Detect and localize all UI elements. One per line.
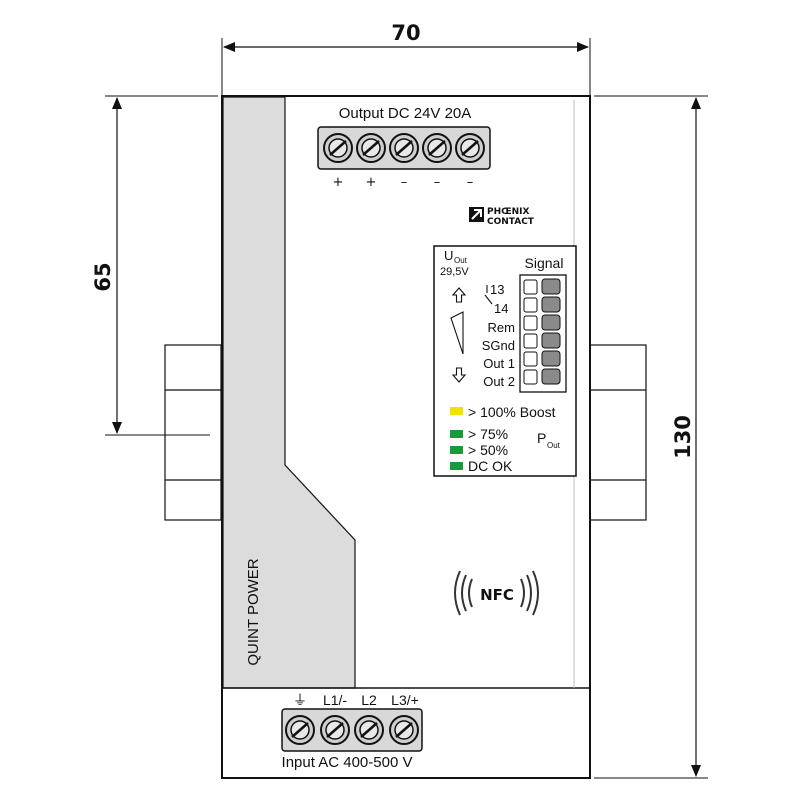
pout-label: P — [537, 430, 546, 446]
height-dimension: 130 — [594, 95, 708, 779]
input-terminal-labels: ⏚ L1/- L2 L3/+ — [293, 692, 419, 708]
din-rail-clip-right — [589, 344, 647, 521]
rail-height-dimension-label: 65 — [91, 262, 115, 291]
led-indicator — [450, 446, 463, 454]
potentiometer-wedge-icon[interactable] — [450, 311, 464, 355]
width-dimension: 70 — [221, 21, 591, 95]
nfc-icon — [454, 570, 539, 616]
led-label: > 75% — [468, 426, 508, 442]
uout-value: 29,5V — [440, 266, 469, 278]
signal-panel: Signal U Out 29,5V 13 14 Rem SGnd Out 1 … — [433, 245, 577, 477]
pin-label-out-1: Out 1 — [483, 356, 515, 371]
led-label: > 100% Boost — [468, 404, 556, 420]
signal-push-button[interactable] — [541, 296, 561, 313]
width-dimension-label: 70 — [391, 21, 420, 45]
input-terminal-label: L1/- — [323, 692, 347, 708]
signal-push-button[interactable] — [541, 368, 561, 385]
output-label: Output DC 24V 20A — [339, 105, 472, 122]
led-indicator — [450, 462, 463, 470]
signal-title: Signal — [525, 255, 564, 271]
output-polarity: – — [434, 175, 441, 190]
signal-push-button[interactable] — [541, 314, 561, 331]
product-name: QUINT POWER — [245, 558, 262, 665]
signal-push-button[interactable] — [541, 332, 561, 349]
arrow-down-icon — [451, 367, 467, 383]
input-screw-terminal[interactable] — [388, 714, 420, 746]
brand-line-2: CONTACT — [487, 217, 535, 227]
input-screw-terminal[interactable] — [319, 714, 351, 746]
output-polarity: – — [401, 175, 408, 190]
led-list: > 100% Boost > 75% > 50% DC OK — [450, 404, 556, 474]
input-terminal-block — [281, 708, 423, 752]
input-terminal-label: L2 — [361, 692, 377, 708]
output-polarity-row: + + – – – — [333, 175, 474, 190]
din-rail-clip-left — [164, 344, 222, 521]
output-screw-terminal[interactable] — [388, 132, 420, 164]
output-polarity: – — [467, 175, 474, 190]
arrow-up-icon — [451, 287, 467, 303]
relay-contact-icon — [484, 285, 493, 305]
signal-push-button[interactable] — [541, 278, 561, 295]
input-label: Input AC 400-500 V — [282, 754, 413, 771]
contact-13-label: 13 — [490, 282, 504, 297]
signal-push-button[interactable] — [541, 350, 561, 367]
input-terminal-label: L3/+ — [391, 692, 419, 708]
input-screw-terminal[interactable] — [353, 714, 385, 746]
input-terminal-ground-label: ⏚ — [293, 692, 307, 708]
led-indicator — [450, 407, 463, 415]
brand-line-1: PHŒNIX — [487, 207, 530, 217]
height-dimension-label: 130 — [671, 415, 695, 459]
output-screw-terminal[interactable] — [322, 132, 354, 164]
uout-subscript: Out — [454, 256, 468, 265]
signal-connector — [519, 274, 567, 393]
pin-label-rem: Rem — [488, 320, 515, 335]
pin-label-sgnd: SGnd — [482, 338, 515, 353]
rail-height-dimension: 65 — [91, 95, 218, 436]
pin-label-out-2: Out 2 — [483, 374, 515, 389]
led-label: DC OK — [468, 458, 513, 474]
uout-label: U — [444, 248, 453, 263]
led-indicator — [450, 430, 463, 438]
led-label: > 50% — [468, 442, 508, 458]
input-screw-terminal[interactable] — [284, 714, 316, 746]
output-screw-terminal[interactable] — [355, 132, 387, 164]
pout-subscript: Out — [547, 441, 561, 450]
contact-14-label: 14 — [494, 301, 508, 316]
output-polarity: + — [366, 175, 377, 190]
output-polarity: + — [333, 175, 344, 190]
output-terminal-block — [317, 126, 491, 170]
phoenix-contact-logo: PHŒNIX CONTACT — [469, 207, 535, 227]
output-screw-terminal[interactable] — [454, 132, 486, 164]
output-screw-terminal[interactable] — [421, 132, 453, 164]
nfc-label: NFC — [480, 586, 514, 604]
